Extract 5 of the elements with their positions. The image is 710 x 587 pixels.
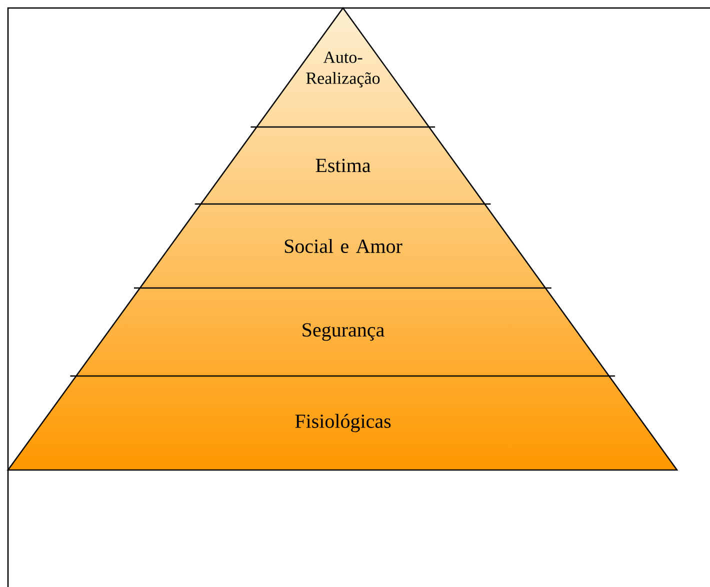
pyramid-level: Estima <box>316 158 370 172</box>
pyramid-level: Segurança <box>302 323 384 341</box>
pyramid-level: Social e Amor <box>284 238 402 254</box>
pyramid-level: Auto-Realização <box>306 52 380 88</box>
pyramid-level: Fisiológicas <box>295 414 391 432</box>
